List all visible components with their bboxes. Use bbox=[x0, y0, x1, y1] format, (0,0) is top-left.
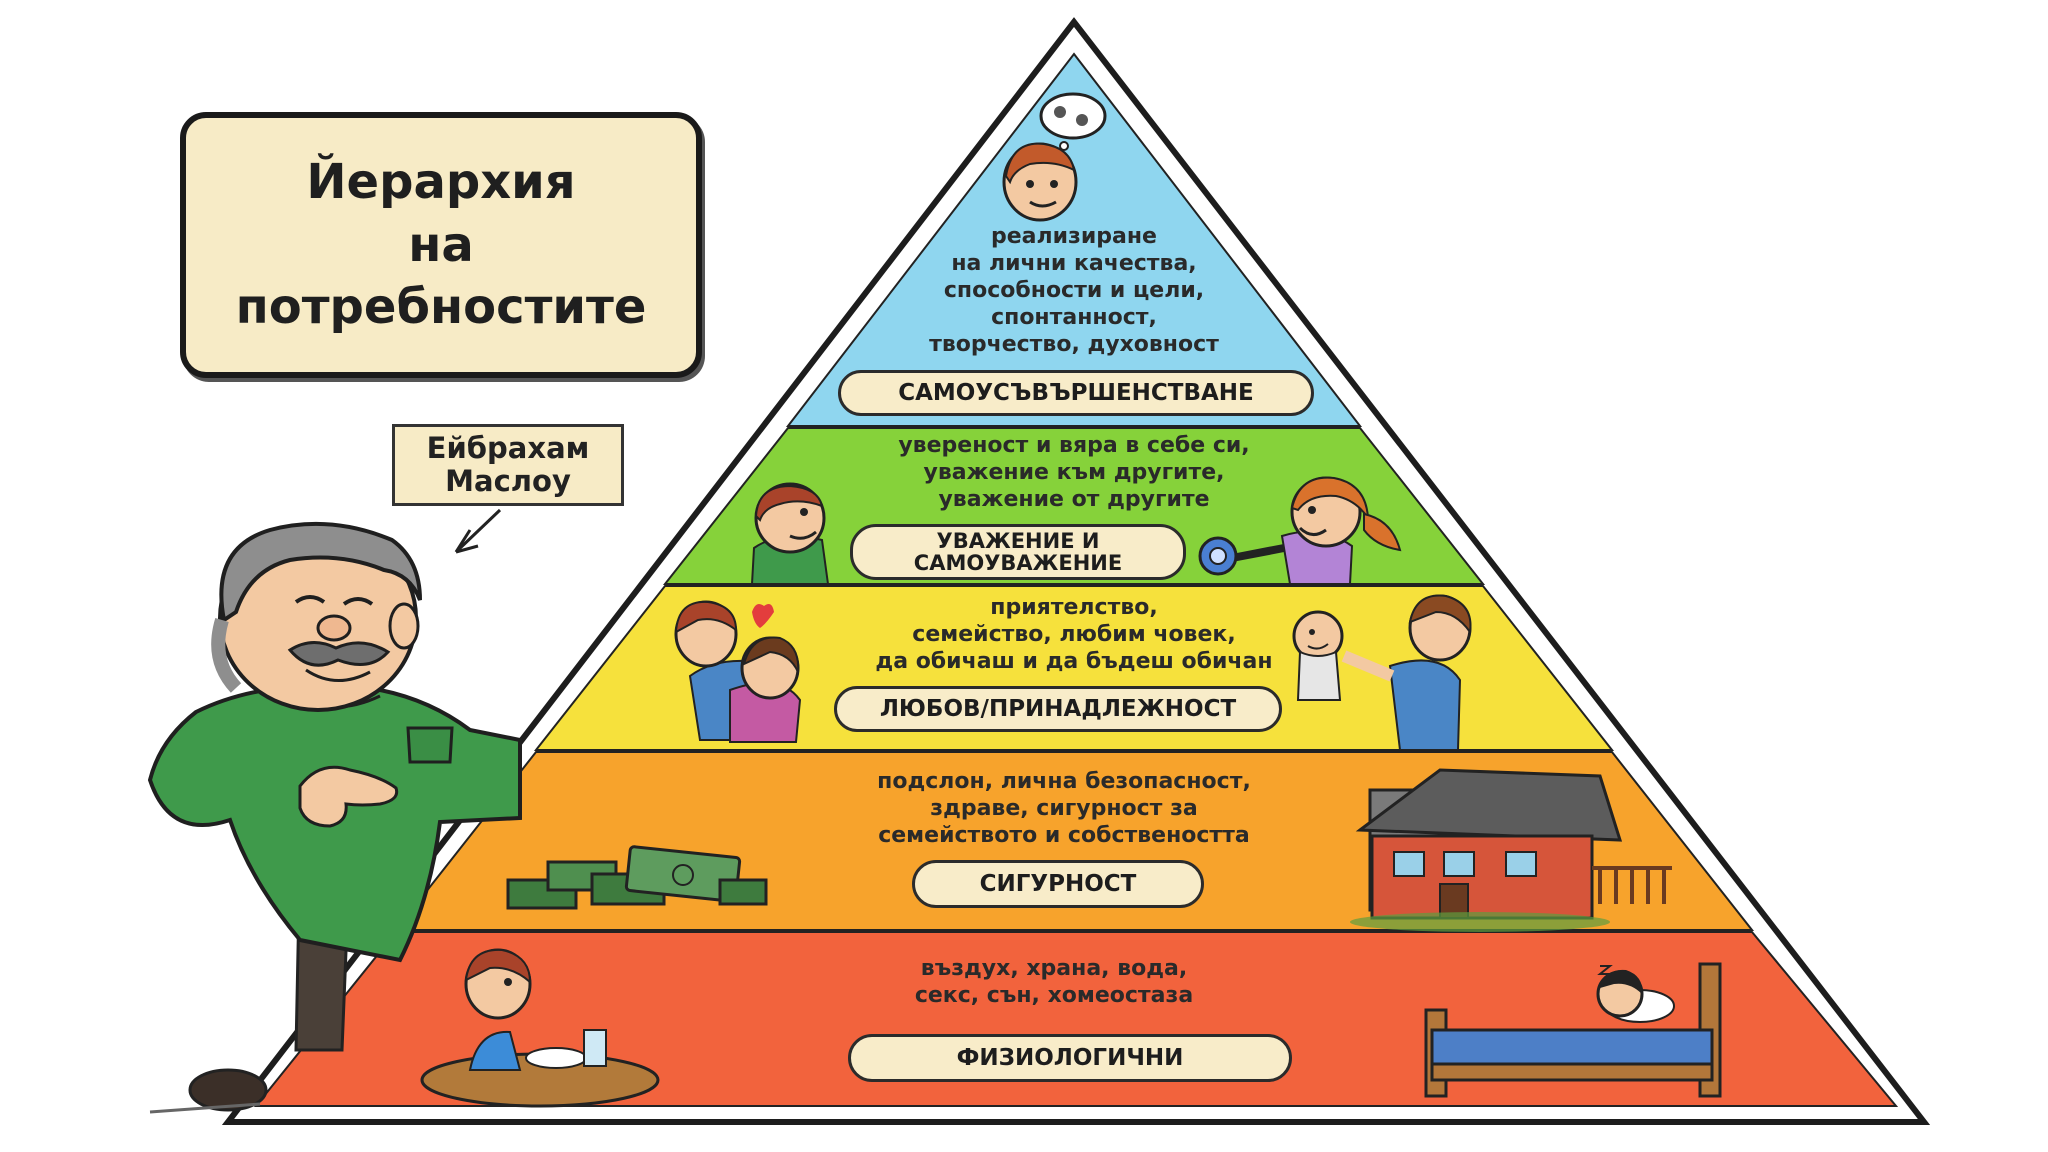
esteem-boy bbox=[750, 482, 830, 585]
level-line: въздух, храна, вода, bbox=[920, 956, 1188, 981]
house bbox=[1350, 768, 1672, 932]
thinking-child bbox=[1002, 92, 1107, 222]
level-line: подслон, лична безопасност, bbox=[877, 769, 1251, 794]
diagram-title-box: Йерархия на потребностите bbox=[180, 112, 702, 378]
title-line-2: на bbox=[408, 216, 474, 273]
esteem-label: УВАЖЕНИЕ И САМОУВАЖЕНИЕ bbox=[850, 524, 1186, 580]
physiological-label: ФИЗИОЛОГИЧНИ bbox=[848, 1034, 1292, 1082]
money-stacks bbox=[506, 845, 768, 910]
level-line: спонтанност, bbox=[991, 305, 1157, 330]
author-first-name: Ейбрахам bbox=[426, 430, 590, 465]
title-line-1: Йерархия bbox=[306, 154, 576, 211]
eating-child bbox=[420, 948, 660, 1108]
level-line: реализиране bbox=[991, 224, 1157, 249]
author-name-tag: Ейбрахам Маслоу bbox=[392, 424, 624, 506]
level-line: семейство, любим човек, bbox=[912, 622, 1236, 647]
level-line: увереност и вяра в себе си, bbox=[898, 433, 1250, 458]
safety-label: СИГУРНОСТ bbox=[912, 860, 1204, 908]
arrow-head bbox=[454, 529, 479, 554]
maslow-figure bbox=[147, 521, 522, 1112]
level-line: приятелство, bbox=[990, 595, 1158, 620]
safety-description: подслон, лична безопасност, здраве, сигу… bbox=[784, 768, 1344, 849]
hugging-couple bbox=[674, 600, 802, 743]
bed-with-sleeper bbox=[1424, 962, 1722, 1098]
esteem-girl-with-medal bbox=[1198, 476, 1402, 585]
esteem-label-line-1: УВАЖЕНИЕ И bbox=[936, 529, 1100, 553]
esteem-description: увереност и вяра в себе си, уважение към… bbox=[784, 432, 1364, 513]
level-line: здраве, сигурност за bbox=[930, 796, 1198, 821]
level-line: семейството и собствеността bbox=[878, 823, 1250, 848]
layer-self-actualization bbox=[785, 52, 1363, 427]
self-actualization-label: САМОУСЪВЪРШЕНСТВАНЕ bbox=[838, 370, 1314, 416]
love-belonging-label: ЛЮБОВ/ПРИНАДЛЕЖНОСТ bbox=[834, 686, 1282, 732]
level-line: да обичаш и да бъдеш обичан bbox=[875, 649, 1273, 674]
author-last-name: Маслоу bbox=[445, 464, 571, 498]
self-actualization-description: реализиране на лични качества, способнос… bbox=[874, 223, 1274, 358]
level-line: уважение от другите bbox=[938, 487, 1210, 512]
esteem-label-line-2: САМОУВАЖЕНИЕ bbox=[913, 551, 1123, 575]
level-line: секс, сън, хомеостаза bbox=[914, 983, 1194, 1008]
layer-love-belonging bbox=[533, 585, 1615, 751]
love-belonging-description: приятелство, семейство, любим човек, да … bbox=[794, 594, 1354, 675]
level-line: творчество, духовност bbox=[929, 332, 1219, 357]
parent-lifting-baby bbox=[1292, 594, 1472, 751]
level-line: способности и цели, bbox=[943, 278, 1205, 303]
level-line: на лични качества, bbox=[951, 251, 1197, 276]
level-line: уважение към другите, bbox=[923, 460, 1225, 485]
ground-line bbox=[149, 1102, 261, 1114]
pointer-arrow bbox=[454, 508, 502, 554]
title-line-3: потребностите bbox=[235, 279, 647, 336]
physiological-description: въздух, храна, вода, секс, сън, хомеоста… bbox=[834, 955, 1274, 1009]
